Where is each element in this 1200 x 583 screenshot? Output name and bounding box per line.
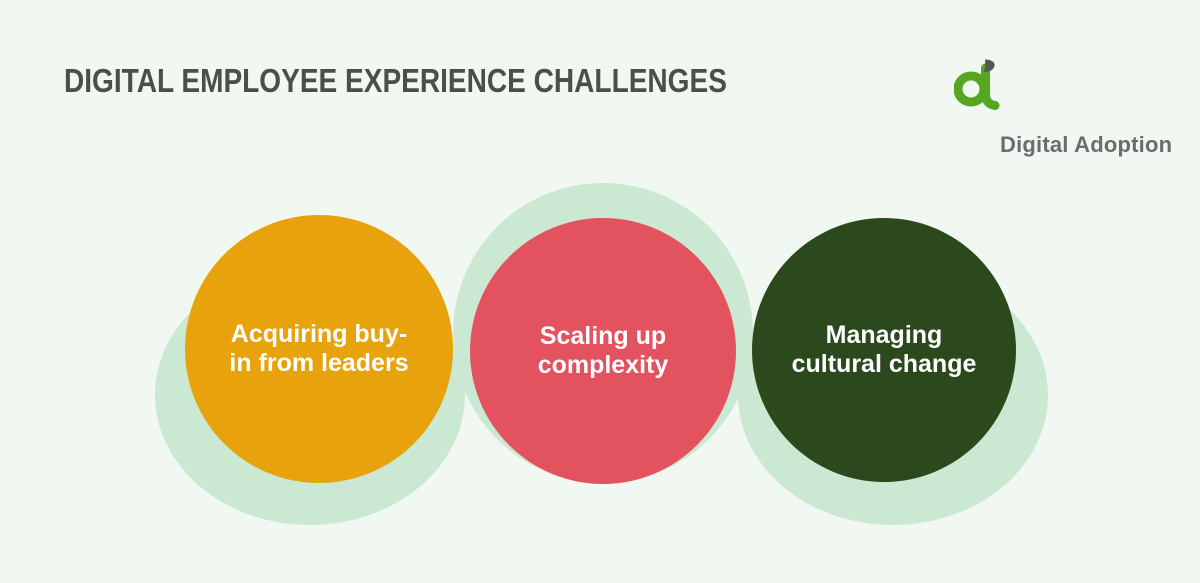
digital-adoption-a-leaf-icon [954, 59, 1000, 110]
digital-adoption-logo: Digital Adoption [954, 56, 1174, 157]
page-title: DIGITAL EMPLOYEE EXPERIENCE CHALLENGES [64, 62, 727, 99]
challenge-circle-complexity: Scaling up complexity [470, 218, 736, 484]
challenge-label: Managing cultural change [791, 321, 977, 378]
challenge-circle-buy-in: Acquiring buy- in from leaders [185, 215, 453, 483]
challenge-label: Acquiring buy- in from leaders [229, 320, 409, 377]
challenge-label: Scaling up complexity [537, 322, 669, 379]
challenge-circle-cultural-change: Managing cultural change [752, 218, 1016, 482]
logo-wordmark: Digital Adoption [1000, 132, 1173, 157]
